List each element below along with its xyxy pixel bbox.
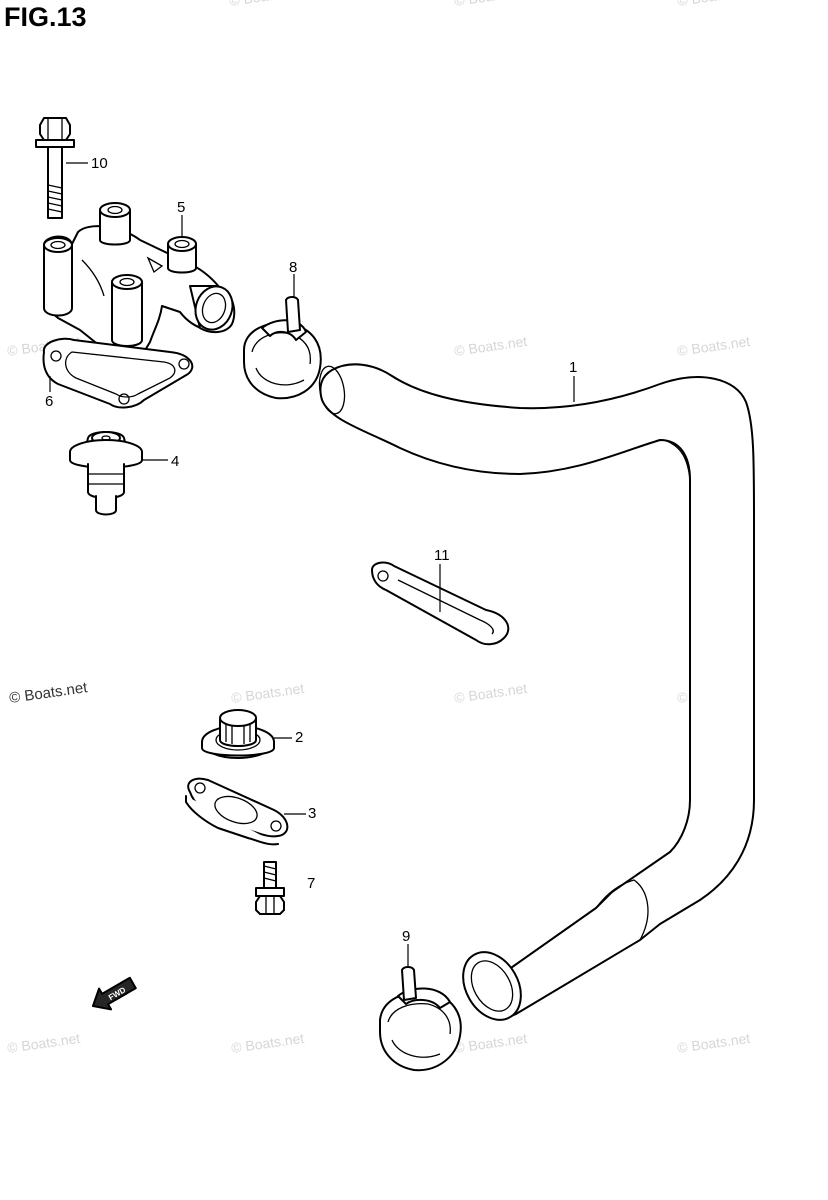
- part-thermostat: [69, 431, 168, 516]
- callout-10: 10: [91, 155, 108, 172]
- watermark: © Boats.net: [230, 680, 305, 706]
- watermark: © Boats.net: [453, 333, 528, 359]
- part-hose: [318, 363, 755, 1021]
- part-clamp-upper: [243, 274, 322, 400]
- watermark: © Boats.net: [676, 1030, 751, 1056]
- callout-4: 4: [171, 453, 179, 470]
- callout-2: 2: [295, 729, 303, 746]
- watermark: © Boats.net: [676, 333, 751, 359]
- watermark: © Boats.net: [230, 1030, 305, 1056]
- part-gasket-lower: [185, 777, 306, 846]
- watermark: © Boats.net: [676, 0, 751, 9]
- part-bolt-small: [255, 861, 285, 915]
- callout-9: 9: [402, 928, 410, 945]
- watermark: © Boats.net: [228, 0, 303, 9]
- callout-3: 3: [308, 805, 316, 822]
- callout-6: 6: [45, 393, 53, 410]
- callout-1: 1: [569, 359, 577, 376]
- part-clamp-lower: [379, 944, 462, 1072]
- callout-7: 7: [307, 875, 315, 892]
- part-thermostat-cover: [43, 202, 236, 357]
- part-cap: [201, 709, 292, 759]
- figure-title: FIG.13: [4, 2, 87, 32]
- watermark: © Boats.net: [453, 680, 528, 706]
- watermark: © Boats.net: [6, 1030, 81, 1056]
- part-bolt-long: [35, 117, 88, 219]
- watermark: © Boats.net: [453, 0, 528, 9]
- watermark: © Boats.net: [453, 1030, 528, 1056]
- callout-5: 5: [177, 199, 185, 216]
- fwd-direction-arrow: FWD: [91, 976, 137, 1011]
- watermark-prominent: © Boats.net: [8, 679, 89, 707]
- part-clip: [371, 561, 510, 646]
- callout-11: 11: [434, 547, 450, 564]
- watermark-group: © Boats.net © Boats.net © Boats.net © Bo…: [6, 0, 751, 1056]
- callout-8: 8: [289, 259, 297, 276]
- part-gasket-upper: [42, 337, 194, 409]
